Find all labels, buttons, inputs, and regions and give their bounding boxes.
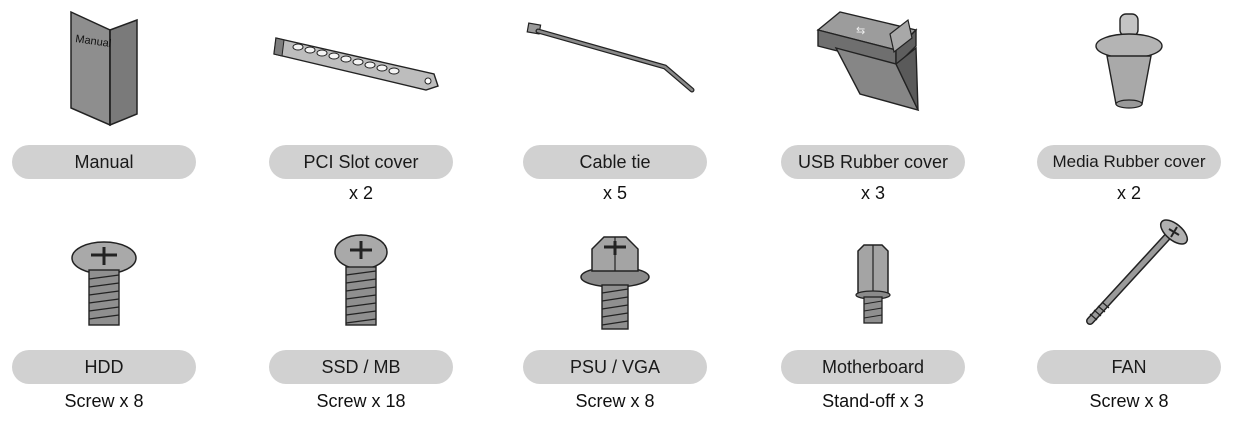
label-pill: FAN: [1037, 350, 1221, 384]
fan-screw-icon: [1034, 215, 1224, 345]
quantity-text: Screw x 8: [1089, 391, 1169, 411]
label-pill: Motherboard: [781, 350, 965, 384]
media-rubber-cover-icon: [1034, 0, 1224, 130]
label-pill: Cable tie: [523, 145, 707, 179]
label-pill: USB Rubber cover: [781, 145, 965, 179]
quantity-text: Screw x 18: [316, 391, 406, 411]
usb-symbol-icon: ⇆: [856, 25, 865, 37]
standoff-icon: [778, 215, 968, 345]
usb-rubber-cover-icon: ⇆: [778, 0, 968, 130]
hdd-screw-icon: [9, 215, 199, 345]
quantity-text: x 5: [602, 183, 627, 203]
manual-booklet-icon: Manual: [9, 0, 199, 130]
label-pill: Manual: [12, 145, 196, 179]
ssd-mb-screw-icon: [266, 215, 456, 345]
quantity-text: Stand-off x 3: [822, 391, 924, 411]
quantity-text: Screw x 8: [575, 391, 655, 411]
label-pill: PSU / VGA: [523, 350, 707, 384]
pci-slot-cover-icon: [266, 0, 456, 130]
cable-tie-icon: [520, 0, 710, 130]
psu-vga-screw-icon: [520, 215, 710, 345]
label-pill: Media Rubber cover: [1037, 145, 1221, 179]
quantity-text: Screw x 8: [64, 391, 144, 411]
label-pill: HDD: [12, 350, 196, 384]
label-pill: PCI Slot cover: [269, 145, 453, 179]
manual-cover-text: Manual: [75, 33, 112, 50]
label-pill: SSD / MB: [269, 350, 453, 384]
quantity-text: x 2: [1116, 183, 1141, 203]
quantity-text: x 3: [860, 183, 885, 203]
quantity-text: x 2: [348, 183, 373, 203]
